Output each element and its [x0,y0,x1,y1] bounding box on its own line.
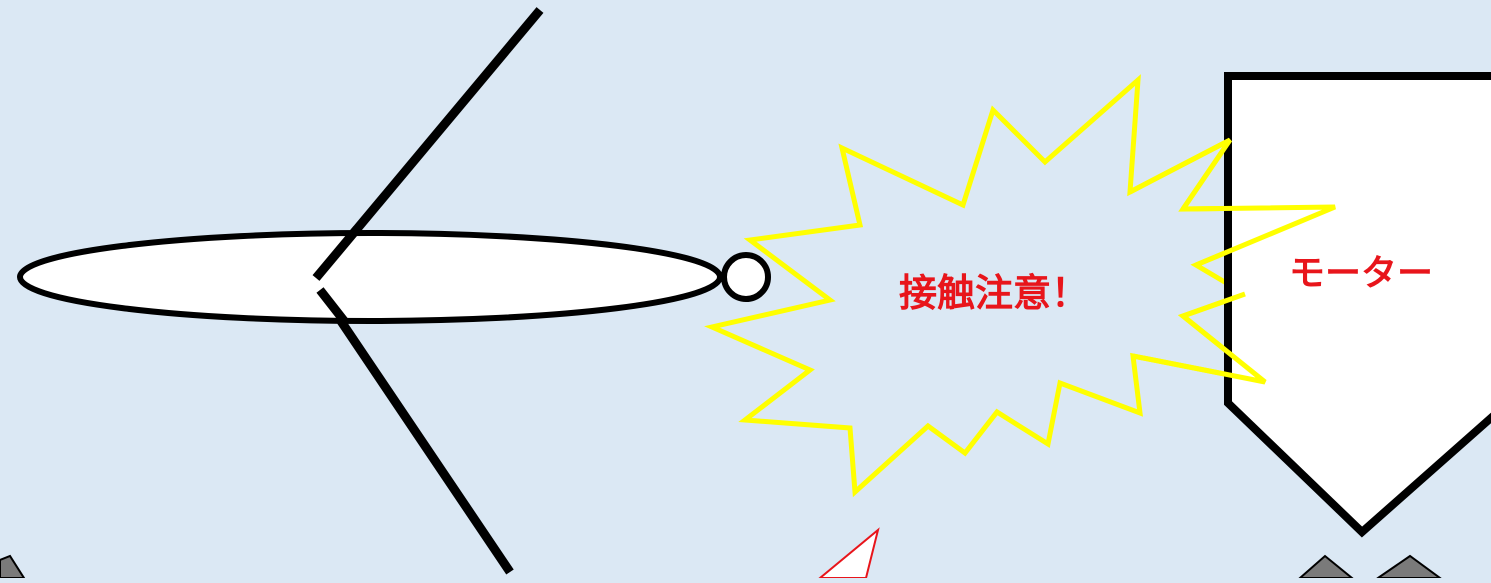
marker-right-a-icon [1297,554,1355,579]
burst-overlap-top [1128,137,1233,211]
marker-right-b-icon [1374,554,1444,579]
motor-label: モーター [1289,253,1433,294]
marker-left-icon [0,554,26,579]
burst-overlap-lower [1132,291,1267,385]
ellipse-blade-icon [17,230,723,324]
blade-tip-circle-icon [721,252,771,302]
explosion-burst-icon [704,74,1336,498]
burst-overlap-upper [1182,204,1336,268]
lower-wing-line-overlay [316,287,349,325]
upper-wing-line-overlay [312,226,361,281]
pentagon-motor-icon [1224,72,1491,538]
lower-wing-line [316,287,514,575]
callout-text: 接触注意！ [899,271,1089,315]
pointer-icon [817,527,880,579]
